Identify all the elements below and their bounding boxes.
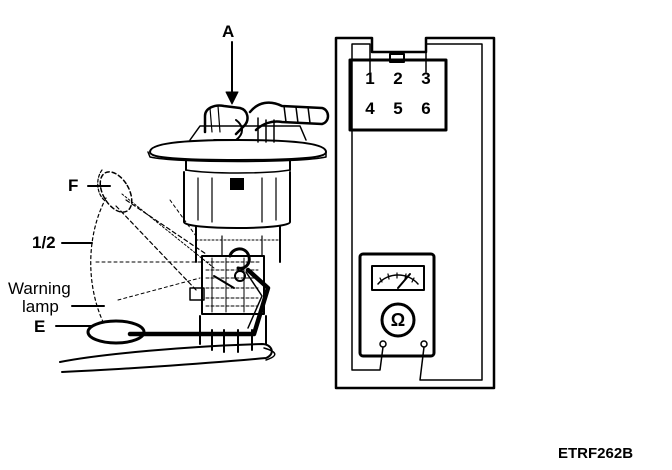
float-empty bbox=[86, 319, 146, 345]
arrow-a-head bbox=[225, 91, 239, 105]
reservoir-window bbox=[230, 178, 244, 190]
ohm-symbol-icon: Ω bbox=[390, 310, 406, 330]
label-e: E bbox=[34, 317, 46, 336]
outlet-pipe bbox=[248, 101, 330, 132]
label-f: F bbox=[68, 176, 79, 195]
connector-pin: 4 bbox=[365, 99, 375, 118]
ohmmeter-needle bbox=[397, 273, 411, 289]
test-lead-pin1 bbox=[351, 43, 384, 371]
reservoir-body bbox=[183, 171, 291, 229]
connector-pin: 5 bbox=[393, 99, 403, 118]
float-arm bbox=[127, 267, 271, 337]
connector-pin: 6 bbox=[421, 99, 431, 118]
tester-panel bbox=[334, 36, 496, 390]
figure-code: ETRF262B bbox=[558, 445, 634, 462]
label-a: A bbox=[222, 22, 235, 41]
connector-housing bbox=[348, 58, 448, 132]
connector-pin: 2 bbox=[393, 69, 403, 88]
strainer bbox=[59, 343, 273, 373]
label-half: 1/2 bbox=[32, 233, 56, 252]
ohmmeter-body bbox=[358, 252, 436, 358]
ohmmeter-display bbox=[371, 265, 425, 291]
inlet-fitting bbox=[203, 104, 249, 136]
float-sweep-arc bbox=[90, 197, 107, 325]
label-warning-line2: lamp bbox=[22, 297, 59, 316]
label-warning-line1: Warning bbox=[8, 279, 71, 298]
fuel-sender-assembly bbox=[55, 41, 330, 373]
connector-pin: 3 bbox=[421, 69, 431, 88]
lower-housing bbox=[195, 225, 281, 263]
connector-pin: 1 bbox=[365, 69, 375, 88]
ohmmeter-dial bbox=[380, 302, 416, 338]
tester-panel-outline bbox=[334, 36, 496, 390]
float-full bbox=[99, 171, 133, 213]
test-lead-pin3 bbox=[419, 43, 483, 381]
mounting-flange bbox=[149, 139, 327, 161]
